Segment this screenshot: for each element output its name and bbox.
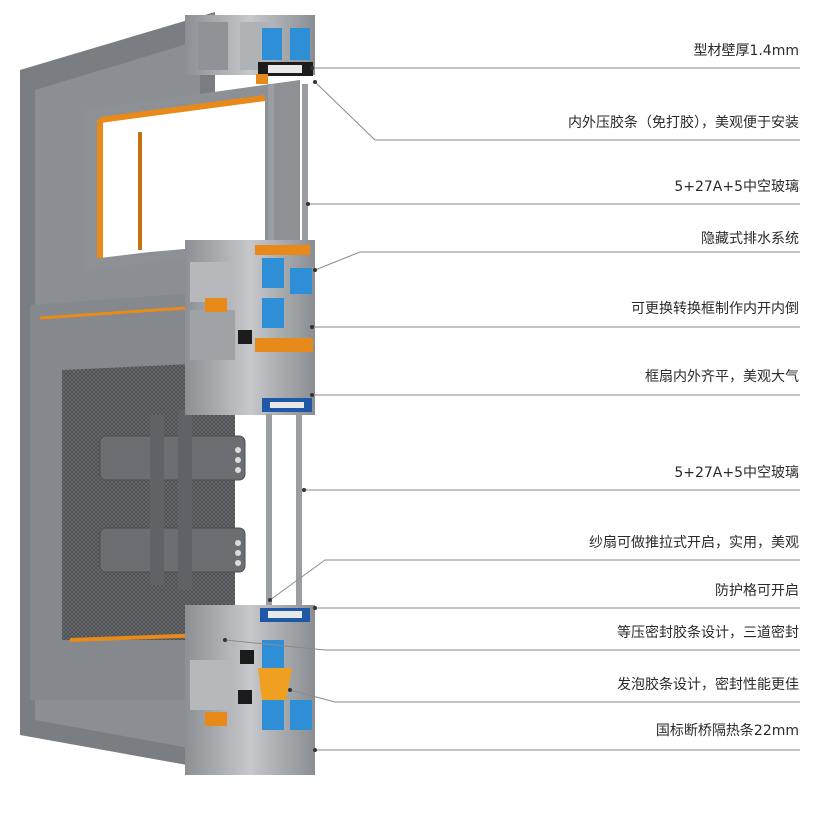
label-frame-flush: 框扇内外齐平，美观大气 [645,369,799,385]
bottom-profile-section [185,605,315,775]
label-pressure-strip: 内外压胶条（免打胶），美观便于安装 [568,115,799,131]
label-screen-sash: 纱扇可做推拉式开启，实用，美观 [589,535,799,551]
label-glass-lower: 5+27A+5中空玻璃 [674,465,799,481]
lower-glass-unit [266,414,302,614]
leader-lines [224,67,800,751]
upper-glass-unit [268,84,308,244]
upper-fixed-pane [85,80,300,270]
top-profile-section [185,15,315,84]
label-glass-upper: 5+27A+5中空玻璃 [674,179,799,195]
leader-dots [223,66,317,752]
leader-equal-pressure-seal [224,639,800,651]
leader-pressure-strip [314,81,800,141]
leader-foam-strip [289,689,800,703]
label-replaceable-frame: 可更换转换框制作内开内倒 [631,301,799,317]
guard-grille-bars [99,410,246,590]
label-profile-thickness: 型材壁厚1.4mm [693,43,799,59]
label-foam-strip: 发泡胶条设计，密封性能更佳 [617,677,799,693]
middle-transom-section [185,240,315,415]
label-equal-pressure-seal: 等压密封胶条设计，三道密封 [617,625,799,641]
label-guard-grille: 防护格可开启 [715,583,799,599]
label-hidden-drainage: 隐藏式排水系统 [701,231,799,247]
label-thermal-break: 国标断桥隔热条22mm [655,723,799,739]
leader-hidden-drainage [314,251,800,271]
leader-screen-sash [269,559,800,601]
